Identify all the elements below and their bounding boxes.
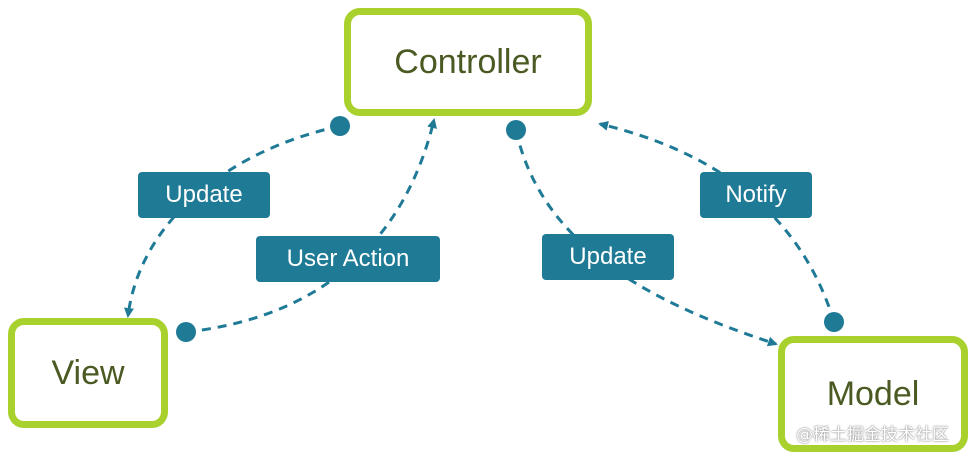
model-label: Model	[826, 374, 920, 413]
edge-label-text: User Action	[286, 245, 410, 272]
edge-label-text: Update	[569, 243, 647, 270]
edge-user-action-view-to-controller	[185, 118, 437, 334]
edge-label-text: Notify	[725, 181, 787, 208]
edge-label-update-right: Update	[542, 234, 674, 280]
edge-label-notify: Notify	[700, 172, 812, 218]
view-node: View	[8, 318, 168, 428]
edge-start-dot	[330, 116, 350, 136]
edge-start-dot	[176, 322, 196, 342]
edge-notify-model-to-controller	[598, 120, 836, 323]
watermark: @稀土掘金技术社区	[796, 425, 949, 445]
edge-start-dot	[824, 312, 844, 332]
edge-label-update-left: Update	[138, 172, 270, 218]
edge-start-dot	[506, 120, 526, 140]
controller-label: Controller	[394, 42, 542, 81]
edge-label-user-action: User Action	[256, 236, 440, 282]
model-node: Model	[778, 336, 968, 452]
controller-node: Controller	[344, 8, 592, 116]
view-label: View	[51, 353, 125, 392]
edge-update-controller-to-view	[124, 124, 341, 318]
edge-label-text: Update	[165, 181, 243, 208]
